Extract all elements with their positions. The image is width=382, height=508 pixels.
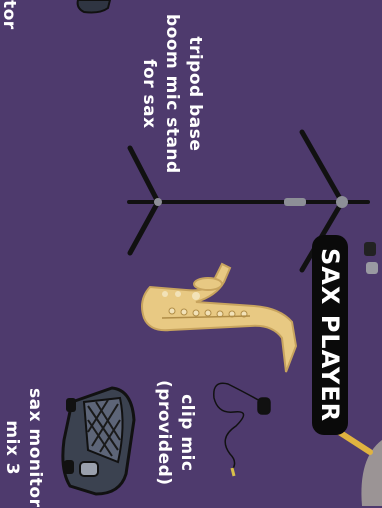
- mic-label-line1: clip mic: [175, 380, 198, 486]
- stand-label-line3: for sax: [137, 14, 160, 174]
- mic-label-line2: (provided): [152, 380, 175, 486]
- saxophone-icon: [142, 264, 296, 372]
- stand-label-line1: tripod base: [183, 14, 206, 174]
- stand-label-line2: boom mic stand: [160, 14, 183, 174]
- clip-mic-icon: [214, 383, 270, 476]
- prev-monitor-label: tor: [0, 0, 20, 30]
- monitor-label: sax monitor mix 3: [0, 388, 46, 508]
- drum-cymbal-icon: [336, 430, 382, 506]
- monitor-speaker-icon: [63, 388, 134, 494]
- title-badge: SAX PLAYER: [312, 235, 348, 435]
- monitor-label-line2: mix 3: [0, 388, 23, 508]
- monitor-label-line1: sax monitor: [23, 388, 46, 508]
- stand-label: tripod base boom mic stand for sax: [137, 14, 206, 174]
- prev-monitor-icon: [78, 0, 110, 13]
- mic-label: clip mic (provided): [152, 380, 198, 486]
